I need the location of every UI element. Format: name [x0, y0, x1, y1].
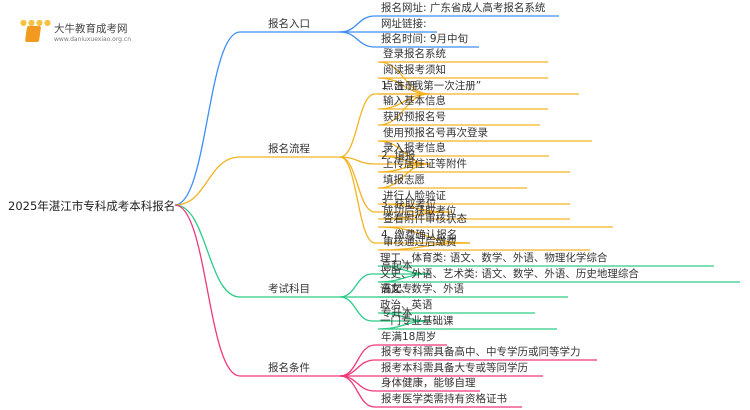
- connector-line: [377, 211, 570, 220]
- subtopic[interactable]: 4. 缴费确认报名: [381, 229, 458, 241]
- connector-line: [377, 320, 557, 330]
- leaf-topic[interactable]: 上传居住证等附件: [383, 158, 467, 170]
- logo-name: 大牛教育成考网: [54, 23, 128, 35]
- branch-topic[interactable]: 考试科目: [268, 283, 310, 295]
- branch-topic[interactable]: 报名流程: [268, 143, 310, 155]
- branch-topic[interactable]: 报名条件: [268, 362, 310, 374]
- connector-line: [174, 204, 340, 298]
- leaf-topic[interactable]: 语文、数学、外语: [380, 283, 464, 295]
- connector-line: [377, 93, 540, 126]
- leaf-topic[interactable]: 阅读报考须知: [383, 64, 446, 76]
- connector-line: [339, 31, 479, 48]
- connector-line: [339, 296, 430, 322]
- subtopic[interactable]: 高起专: [381, 283, 413, 295]
- subtopic[interactable]: 2. 填报: [381, 150, 416, 162]
- connector-line: [377, 242, 590, 251]
- subtopic[interactable]: 报考医学类需持有资格证书: [381, 393, 507, 405]
- leaf-topic[interactable]: 点击 “我第一次注册”: [383, 80, 482, 92]
- subtopic[interactable]: 网址链接:: [381, 18, 427, 30]
- leaf-topic[interactable]: 文史、外语、艺术类: 语文、数学、外语、历史地理综合: [380, 268, 639, 280]
- subtopic[interactable]: 高起本: [381, 260, 413, 272]
- root-topic[interactable]: 2025年湛江市专科成考本科报名: [8, 199, 176, 213]
- leaf-topic[interactable]: 输入基本信息: [383, 95, 446, 107]
- leaf-topic[interactable]: 一门专业基础课: [380, 315, 454, 327]
- subtopic[interactable]: 报考专科需具备高中、中专学历或同等学力: [381, 346, 581, 358]
- leaf-topic[interactable]: 录入报考信息: [383, 142, 446, 154]
- connector-line: [339, 15, 559, 33]
- leaf-topic[interactable]: 审核通过后缴费: [383, 236, 457, 248]
- subtopic[interactable]: 报考本科需具备大专或等同学历: [381, 362, 528, 374]
- leaf-topic[interactable]: 获取预报名号: [383, 111, 446, 123]
- connector-line: [174, 156, 340, 206]
- subtopic[interactable]: 身体健康，能够自理: [381, 377, 476, 389]
- connector-line: [377, 273, 740, 283]
- leaf-topic[interactable]: 使用预报名号再次登录: [383, 127, 488, 139]
- connector-line: [339, 156, 470, 244]
- subtopic[interactable]: 年满18周岁: [381, 331, 437, 343]
- connector-line: [339, 375, 522, 408]
- subtopic[interactable]: 专升本: [381, 307, 413, 319]
- connector-line: [339, 156, 430, 165]
- connector-line: [174, 31, 340, 206]
- connector-line: [339, 273, 430, 298]
- subtopic[interactable]: 1. 注册: [381, 80, 416, 92]
- subtopic[interactable]: 报名时间: 9月中旬: [381, 33, 469, 45]
- connector-line: [174, 204, 340, 377]
- connector-line: [377, 61, 548, 95]
- leaf-topic[interactable]: 登录报名系统: [383, 48, 446, 60]
- connector-line: [377, 226, 613, 244]
- leaf-topic[interactable]: 查看附件审核状态: [383, 213, 467, 225]
- connector-line: [339, 93, 430, 158]
- branch-topic[interactable]: 报名入口: [268, 18, 310, 30]
- subtopic[interactable]: 报名网址: 广东省成人高考报名系统: [381, 2, 546, 14]
- leaf-topic[interactable]: 政治、英语: [380, 299, 433, 311]
- logo-url: www.daniuxuexiao.org.cn: [54, 36, 131, 43]
- leaf-topic[interactable]: 填报志愿: [383, 174, 425, 186]
- leaf-topic[interactable]: 进行人脸验证: [383, 190, 446, 202]
- connector-line: [377, 163, 527, 189]
- connector-line: [377, 203, 570, 213]
- leaf-topic[interactable]: 理工、体育类: 语文、数学、外语、物理化学综合: [380, 252, 608, 264]
- sun-dots-icon: ●●●●: [20, 18, 52, 27]
- logo: ●●●● 大牛教育成考网 www.daniuxuexiao.org.cn: [20, 18, 140, 46]
- subtopic[interactable]: 3. 获取考位: [381, 198, 437, 210]
- leaf-topic[interactable]: 成功后获取考位: [383, 205, 457, 217]
